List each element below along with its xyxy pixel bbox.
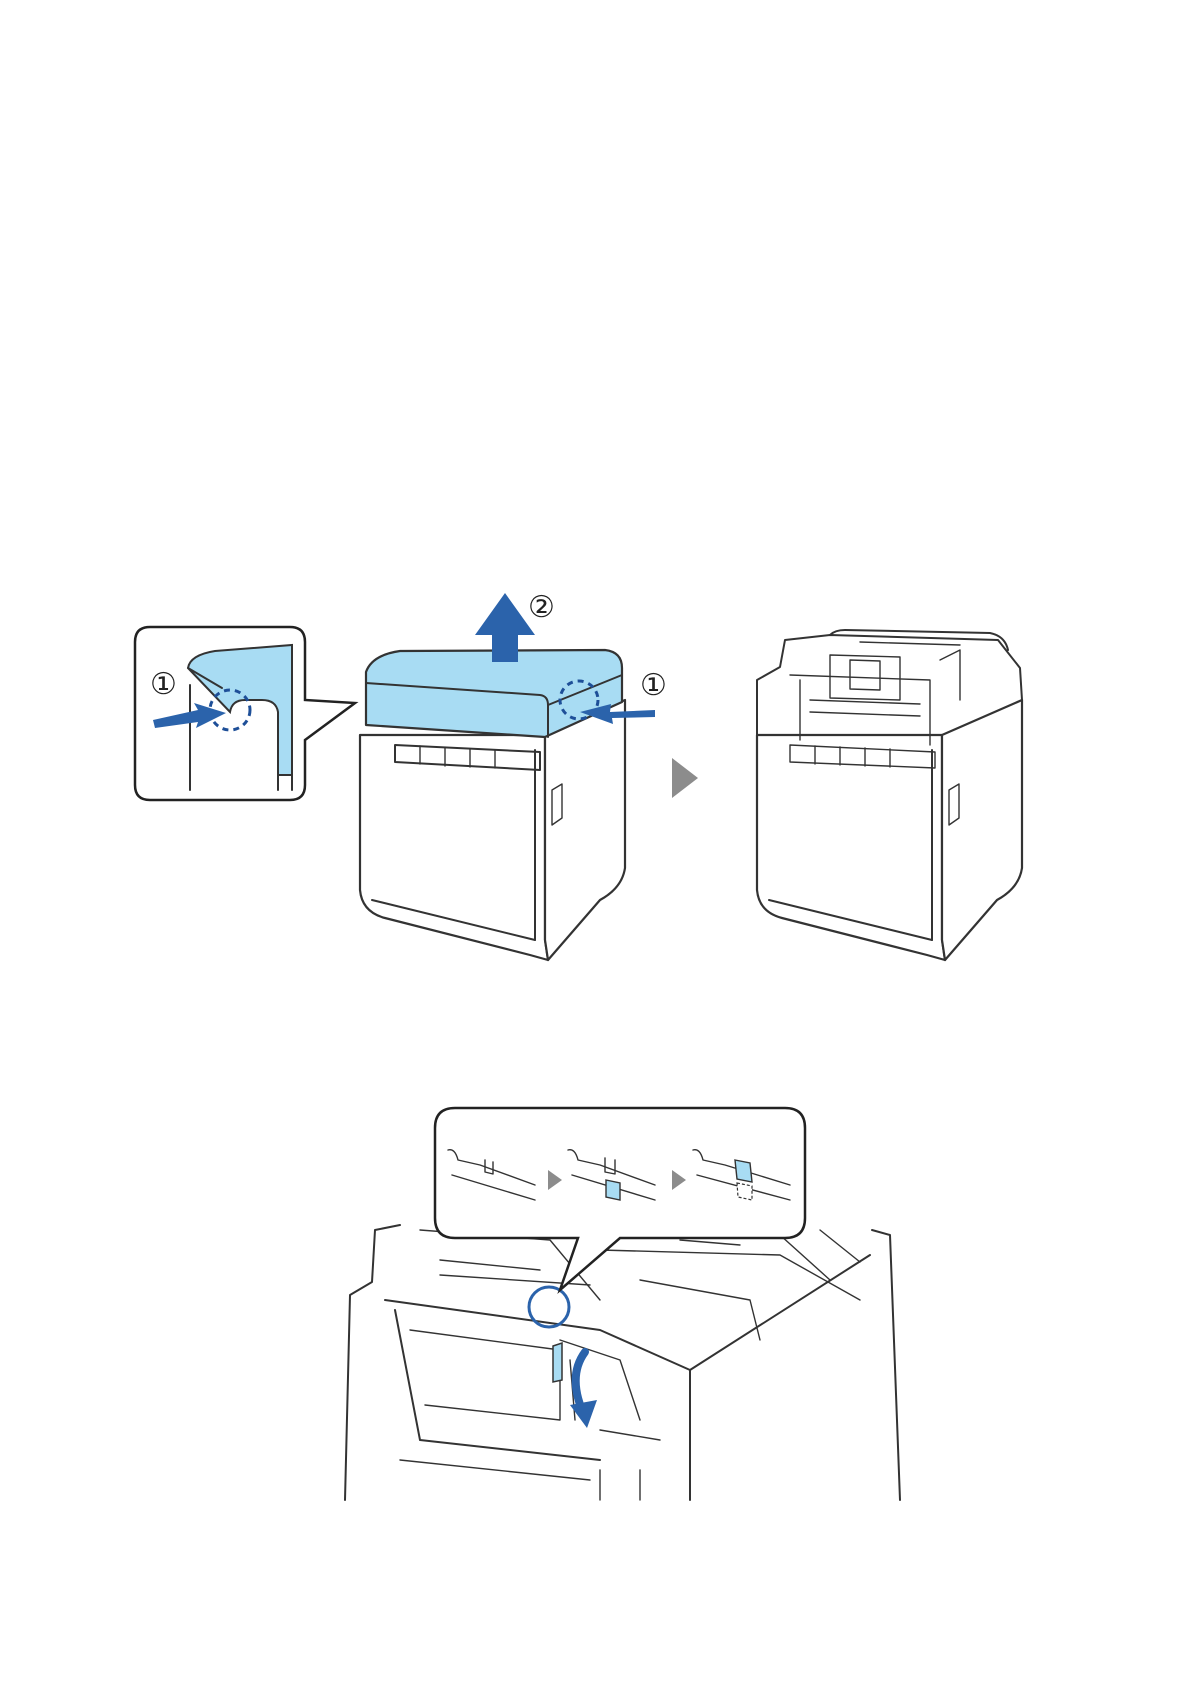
highlight-circle-icon	[529, 1287, 569, 1327]
printer-closeup	[345, 1225, 900, 1500]
step1-label-main: ①	[640, 668, 667, 703]
figure-remove-cover: ① ① ②	[135, 590, 1022, 960]
figure-tab-release	[345, 1108, 900, 1500]
printer-without-cover	[757, 630, 1022, 960]
zoom-callout-latch: ①	[135, 627, 355, 800]
next-step-arrow-icon	[672, 758, 698, 798]
step2-label: ②	[528, 590, 555, 625]
step1-label-zoom: ①	[150, 667, 177, 702]
rotate-arrow-icon	[576, 1352, 585, 1410]
printer-with-cover: ① ②	[360, 590, 667, 960]
tab-sequence-callout	[435, 1108, 805, 1290]
